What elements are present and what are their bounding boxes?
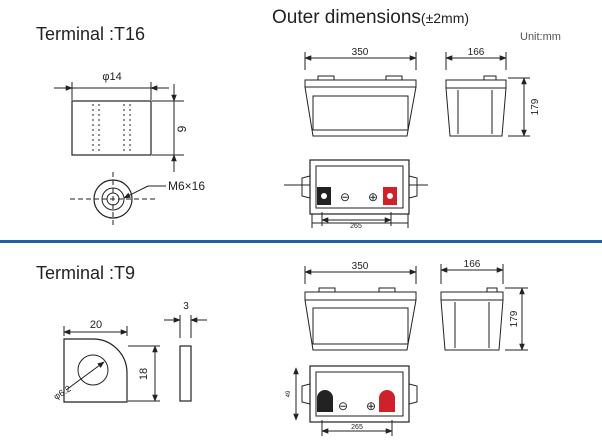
t16-diameter-label: φ14 (102, 71, 121, 83)
top-positive-terminal (383, 187, 397, 205)
outer-dimensions-label: Outer dimensions (272, 7, 421, 28)
top-height-label: 179 (530, 98, 541, 115)
section-divider (0, 240, 602, 243)
top-negative-symbol: ⊖ (340, 190, 350, 204)
top-battery-end-view (445, 52, 530, 137)
t9-terminal-drawing (63, 315, 207, 403)
t9-height-label: 18 (138, 368, 150, 380)
bottom-negative-symbol: ⊖ (338, 399, 348, 413)
top-negative-terminal (317, 187, 331, 205)
bottom-positive-symbol: ⊕ (366, 399, 376, 413)
outer-dimensions-title: Outer dimensions(±2mm) (272, 7, 469, 29)
t9-width-label: 20 (90, 319, 102, 331)
t16-terminal-side-view (54, 82, 184, 172)
t16-bolt-label: M6×16 (168, 179, 205, 193)
t16-height-label: 9 (175, 125, 189, 132)
bottom-negative-terminal (317, 390, 333, 412)
bottom-battery-end-view (440, 264, 528, 351)
bottom-width-label: 166 (464, 259, 481, 270)
top-battery-top-view (284, 159, 428, 228)
terminal-t9-title: Terminal :T9 (36, 263, 136, 283)
bottom-battery-side-view (304, 266, 417, 351)
bottom-height-label: 179 (509, 310, 520, 327)
t16-terminal-top-view (70, 172, 166, 228)
bottom-length-label: 350 (352, 261, 369, 272)
bottom-battery-top-view (293, 365, 418, 436)
top-width-label: 166 (468, 47, 485, 58)
bottom-terminal-height-label: 49 (286, 390, 292, 397)
top-terminal-spacing-label: 265 (350, 223, 362, 230)
bottom-positive-terminal (379, 390, 395, 412)
unit-label: Unit:mm (520, 31, 561, 43)
bottom-terminal-spacing-label: 265 (351, 424, 363, 431)
top-battery-side-view (304, 52, 417, 137)
top-length-label: 350 (352, 47, 369, 58)
terminal-t16-title: Terminal :T16 (36, 24, 146, 44)
tolerance-label: (±2mm) (420, 10, 470, 26)
top-positive-symbol: ⊕ (368, 190, 378, 204)
t9-hole-label: φ6.2 (52, 383, 73, 401)
t9-thickness-label: 3 (183, 301, 189, 312)
